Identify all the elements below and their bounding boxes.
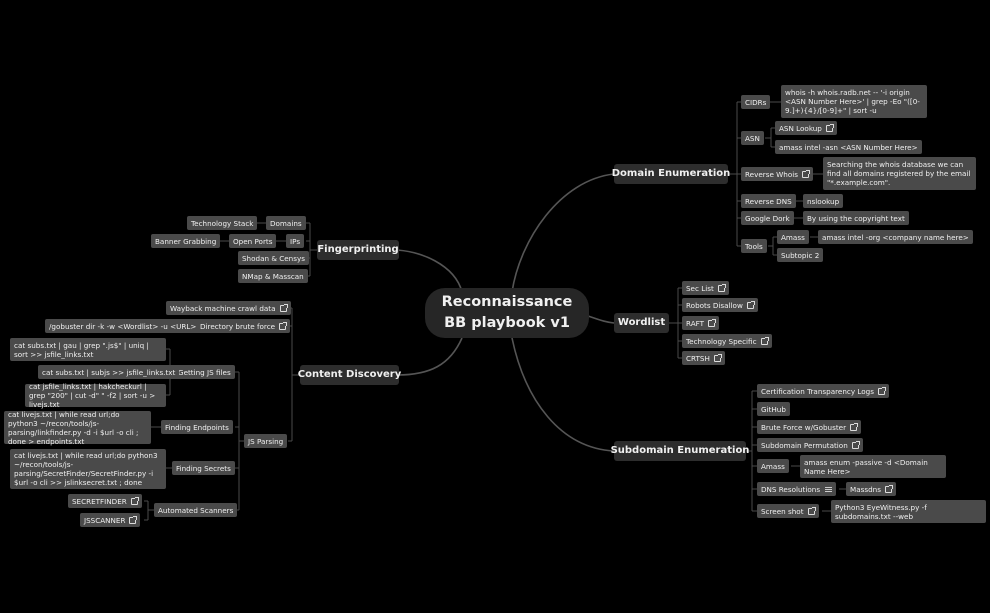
- root-title-line2: BB playbook v1: [444, 315, 570, 331]
- automated-scanners-node[interactable]: Automated Scanners: [154, 503, 238, 517]
- subdomain-permutation-label: Subdomain Permutation: [761, 440, 848, 450]
- external-link-icon: [713, 353, 722, 362]
- screenshot-label: Screen shot: [761, 506, 804, 516]
- external-link-icon: [825, 123, 834, 132]
- external-link-icon: [851, 440, 860, 449]
- wordlist-crtsh-link[interactable]: CRTSH: [682, 351, 725, 365]
- external-link-icon: [884, 484, 893, 493]
- js-gau-command[interactable]: cat subs.txt | gau | grep ".js$" | uniq …: [10, 338, 166, 361]
- subdomain-permutation-link[interactable]: Subdomain Permutation: [757, 438, 863, 452]
- asn-amass-command[interactable]: amass intel -asn <ASN Number Here>: [775, 140, 922, 154]
- subdomain-amass-node[interactable]: Amass: [757, 459, 789, 473]
- notes-icon: [825, 486, 833, 493]
- technology-stack-node[interactable]: Technology Stack: [187, 216, 258, 230]
- subdomain-amass-command[interactable]: amass enum -passive -d <Domain Name Here…: [800, 455, 946, 478]
- open-ports-node[interactable]: Open Ports: [229, 234, 277, 248]
- asn-node[interactable]: ASN: [741, 131, 764, 145]
- wordlist-topic[interactable]: Wordlist: [614, 313, 669, 333]
- directory-brute-force-label: Directory brute force: [200, 321, 276, 331]
- finding-secrets-node[interactable]: Finding Secrets: [172, 461, 235, 475]
- brute-force-link[interactable]: Brute Force w/Gobuster: [757, 420, 862, 434]
- secretfinder-command[interactable]: cat livejs.txt | while read url;do pytho…: [10, 449, 166, 489]
- external-link-icon: [760, 336, 769, 345]
- getting-js-files-node[interactable]: Getting JS files: [174, 365, 235, 379]
- external-link-icon: [129, 515, 138, 524]
- jsscanner-label: JSSCANNER: [84, 515, 126, 525]
- external-link-icon: [877, 386, 886, 395]
- external-link-icon: [717, 283, 726, 292]
- brute-force-label: Brute Force w/Gobuster: [761, 422, 847, 432]
- domains-node[interactable]: Domains: [266, 216, 306, 230]
- massdns-link[interactable]: Massdns: [846, 482, 896, 496]
- reverse-whois-label: Reverse Whois: [745, 169, 798, 179]
- dns-resolutions-node[interactable]: DNS Resolutions: [757, 482, 837, 496]
- massdns-label: Massdns: [850, 484, 881, 494]
- external-link-icon: [279, 321, 288, 330]
- external-link-icon: [708, 318, 717, 327]
- github-node[interactable]: GitHub: [757, 402, 790, 416]
- nmap-masscan-node[interactable]: NMap & Masscan: [238, 269, 308, 283]
- cidrs-node[interactable]: CIDRs: [741, 95, 771, 109]
- js-subjs-command[interactable]: cat subs.txt | subjs >> jsfile_links.txt: [38, 365, 180, 379]
- linkfinder-command[interactable]: cat livejs.txt | while read url;do pytho…: [4, 410, 151, 446]
- cert-transparency-link[interactable]: Certification Transparency Logs: [757, 384, 889, 398]
- cert-transparency-label: Certification Transparency Logs: [761, 386, 874, 396]
- external-link-icon: [130, 496, 139, 505]
- wayback-label: Wayback machine crawl data: [170, 303, 276, 313]
- cidrs-command[interactable]: whois -h whois.radb.net -- '-i origin <A…: [781, 85, 927, 118]
- secretfinder-label: SECRETFINDER: [72, 496, 127, 506]
- wordlist-raft-link[interactable]: RAFT: [682, 316, 720, 330]
- domain-enumeration-topic[interactable]: Domain Enumeration: [612, 164, 730, 184]
- asn-lookup-link[interactable]: ASN Lookup: [775, 121, 837, 135]
- jsscanner-link[interactable]: JSSCANNER: [80, 513, 141, 527]
- reverse-whois-link[interactable]: Reverse Whois: [741, 167, 813, 181]
- js-hakcheckurl-command[interactable]: cat jsfile_links.txt | hakcheckurl | gre…: [25, 382, 166, 409]
- subdomain-enumeration-topic[interactable]: Subdomain Enumeration: [611, 441, 749, 461]
- fingerprinting-topic[interactable]: Fingerprinting: [317, 240, 399, 260]
- raft-label: RAFT: [686, 318, 705, 328]
- finding-endpoints-node[interactable]: Finding Endpoints: [161, 420, 233, 434]
- banner-grabbing-node[interactable]: Banner Grabbing: [151, 234, 221, 248]
- content-discovery-topic[interactable]: Content Discovery: [298, 365, 401, 385]
- external-link-icon: [807, 506, 816, 515]
- google-dork-node[interactable]: Google Dork: [741, 211, 794, 225]
- tools-amass-command[interactable]: amass intel -org <company name here>: [818, 230, 973, 244]
- screenshot-link[interactable]: Screen shot: [757, 504, 819, 518]
- external-link-icon: [801, 169, 810, 178]
- asn-lookup-label: ASN Lookup: [779, 123, 822, 133]
- crtsh-label: CRTSH: [686, 353, 710, 363]
- reverse-whois-note[interactable]: Searching the whois database we can find…: [823, 157, 976, 190]
- nslookup-node[interactable]: nslookup: [803, 194, 844, 208]
- ips-node[interactable]: IPs: [286, 234, 305, 248]
- subtopic-2-node[interactable]: Subtopic 2: [777, 248, 824, 262]
- reverse-dns-node[interactable]: Reverse DNS: [741, 194, 796, 208]
- tools-node[interactable]: Tools: [741, 239, 767, 253]
- gobuster-command[interactable]: /gobuster dir -k -w <Wordlist> -u <URL>: [45, 319, 201, 333]
- wayback-link[interactable]: Wayback machine crawl data: [166, 301, 291, 315]
- technology-specific-label: Technology Specific: [686, 336, 757, 346]
- eyewitness-command[interactable]: Python3 EyeWitness.py -f subdomains.txt …: [831, 500, 986, 523]
- root-topic[interactable]: Reconnaissance BB playbook v1: [425, 288, 589, 338]
- robots-disallow-label: Robots Disallow: [686, 300, 743, 310]
- google-dork-note[interactable]: By using the copyright text: [803, 211, 909, 225]
- wordlist-robots-link[interactable]: Robots Disallow: [682, 298, 758, 312]
- root-title-line1: Reconnaissance: [441, 293, 573, 310]
- directory-brute-force-link[interactable]: Directory brute force: [196, 319, 291, 333]
- shodan-censys-node[interactable]: Shodan & Censys: [238, 251, 309, 265]
- js-parsing-node[interactable]: JS Parsing: [244, 434, 288, 448]
- wordlist-tech-link[interactable]: Technology Specific: [682, 334, 772, 348]
- secretfinder-link[interactable]: SECRETFINDER: [68, 494, 142, 508]
- tools-amass-node[interactable]: Amass: [777, 230, 809, 244]
- seclist-label: Sec List: [686, 283, 714, 293]
- external-link-icon: [850, 422, 859, 431]
- dns-resolutions-label: DNS Resolutions: [761, 484, 821, 494]
- external-link-icon: [279, 303, 288, 312]
- external-link-icon: [746, 300, 755, 309]
- wordlist-seclist-link[interactable]: Sec List: [682, 281, 729, 295]
